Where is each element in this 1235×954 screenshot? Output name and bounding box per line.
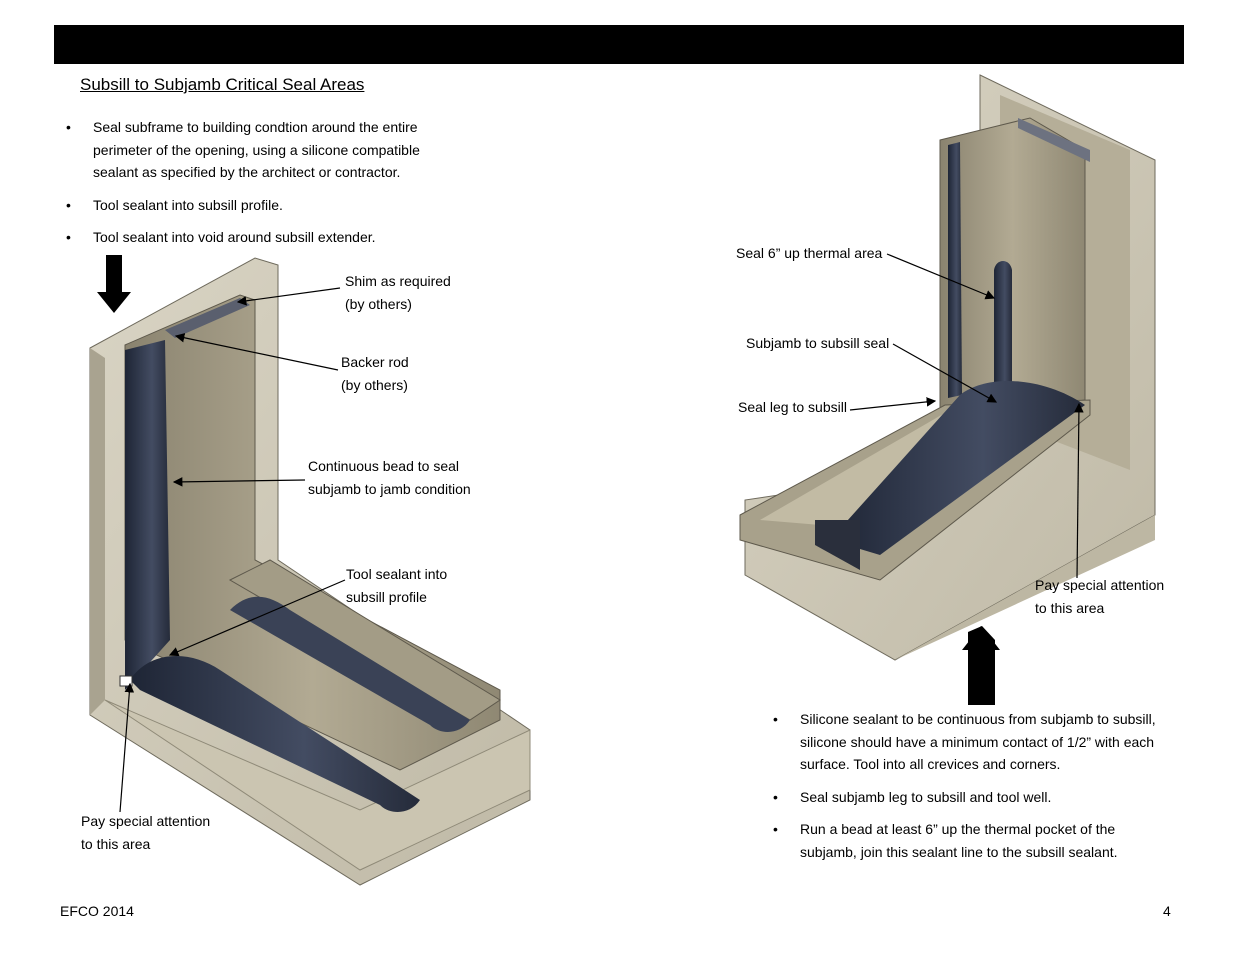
callout-line: Pay special attention [81,813,211,829]
right-bullet-list: Silicone sealant to be continuous from s… [773,708,1173,873]
callout-line: Backer rod [341,354,409,370]
down-arrow-icon [97,255,131,313]
page-number: 4 [1163,903,1171,919]
list-item: Run a bead at least 6” up the thermal po… [773,818,1145,863]
seal-thermal-callout: Seal 6” up thermal area [736,245,883,261]
callout-line: (by others) [345,295,412,312]
callout-line: Shim as required [345,273,451,289]
subjamb-seal-callout: Subjamb to subsill seal [746,335,890,351]
seal-leg-callout: Seal leg to subsill [738,399,847,415]
continuous-bead-callout: Continuous bead to seal subjamb to jamb … [308,455,471,500]
list-item: Seal subframe to building condtion aroun… [66,116,463,184]
list-item: Seal subjamb leg to subsill and tool wel… [773,786,1173,809]
callout-line: (by others) [341,376,408,393]
callout-line: to this area [1035,599,1105,616]
callout-line: Continuous bead to seal [308,458,459,474]
right-attention-callout: Pay special attention to this area [1035,574,1164,619]
left-attention-callout: Pay special attention to this area [81,810,210,855]
callout-line: Pay special attention [1035,577,1165,593]
list-item: Tool sealant into subsill profile. [66,194,466,217]
tool-sealant-callout: Tool sealant into subsill profile [346,563,447,608]
left-leader-lines [119,287,346,813]
backer-rod-callout: Backer rod (by others) [341,351,409,396]
list-item: Tool sealant into void around subsill ex… [66,226,466,249]
page-title: Subsill to Subjamb Critical Seal Areas [80,75,365,94]
right-leader-lines [849,253,1084,579]
shim-callout: Shim as required (by others) [345,270,451,315]
callout-line: subsill profile [346,588,427,605]
left-section-drawing [89,255,531,886]
right-section-drawing [739,74,1156,705]
callout-line: to this area [81,835,151,852]
callout-line: Tool sealant into [346,566,448,582]
callout-line: subjamb to jamb condition [308,480,471,497]
left-bullet-list: Seal subframe to building condtion aroun… [66,116,466,259]
footer-brand-year: EFCO 2014 [60,903,134,919]
list-item: Silicone sealant to be continuous from s… [773,708,1160,776]
header-bar [54,25,1184,64]
